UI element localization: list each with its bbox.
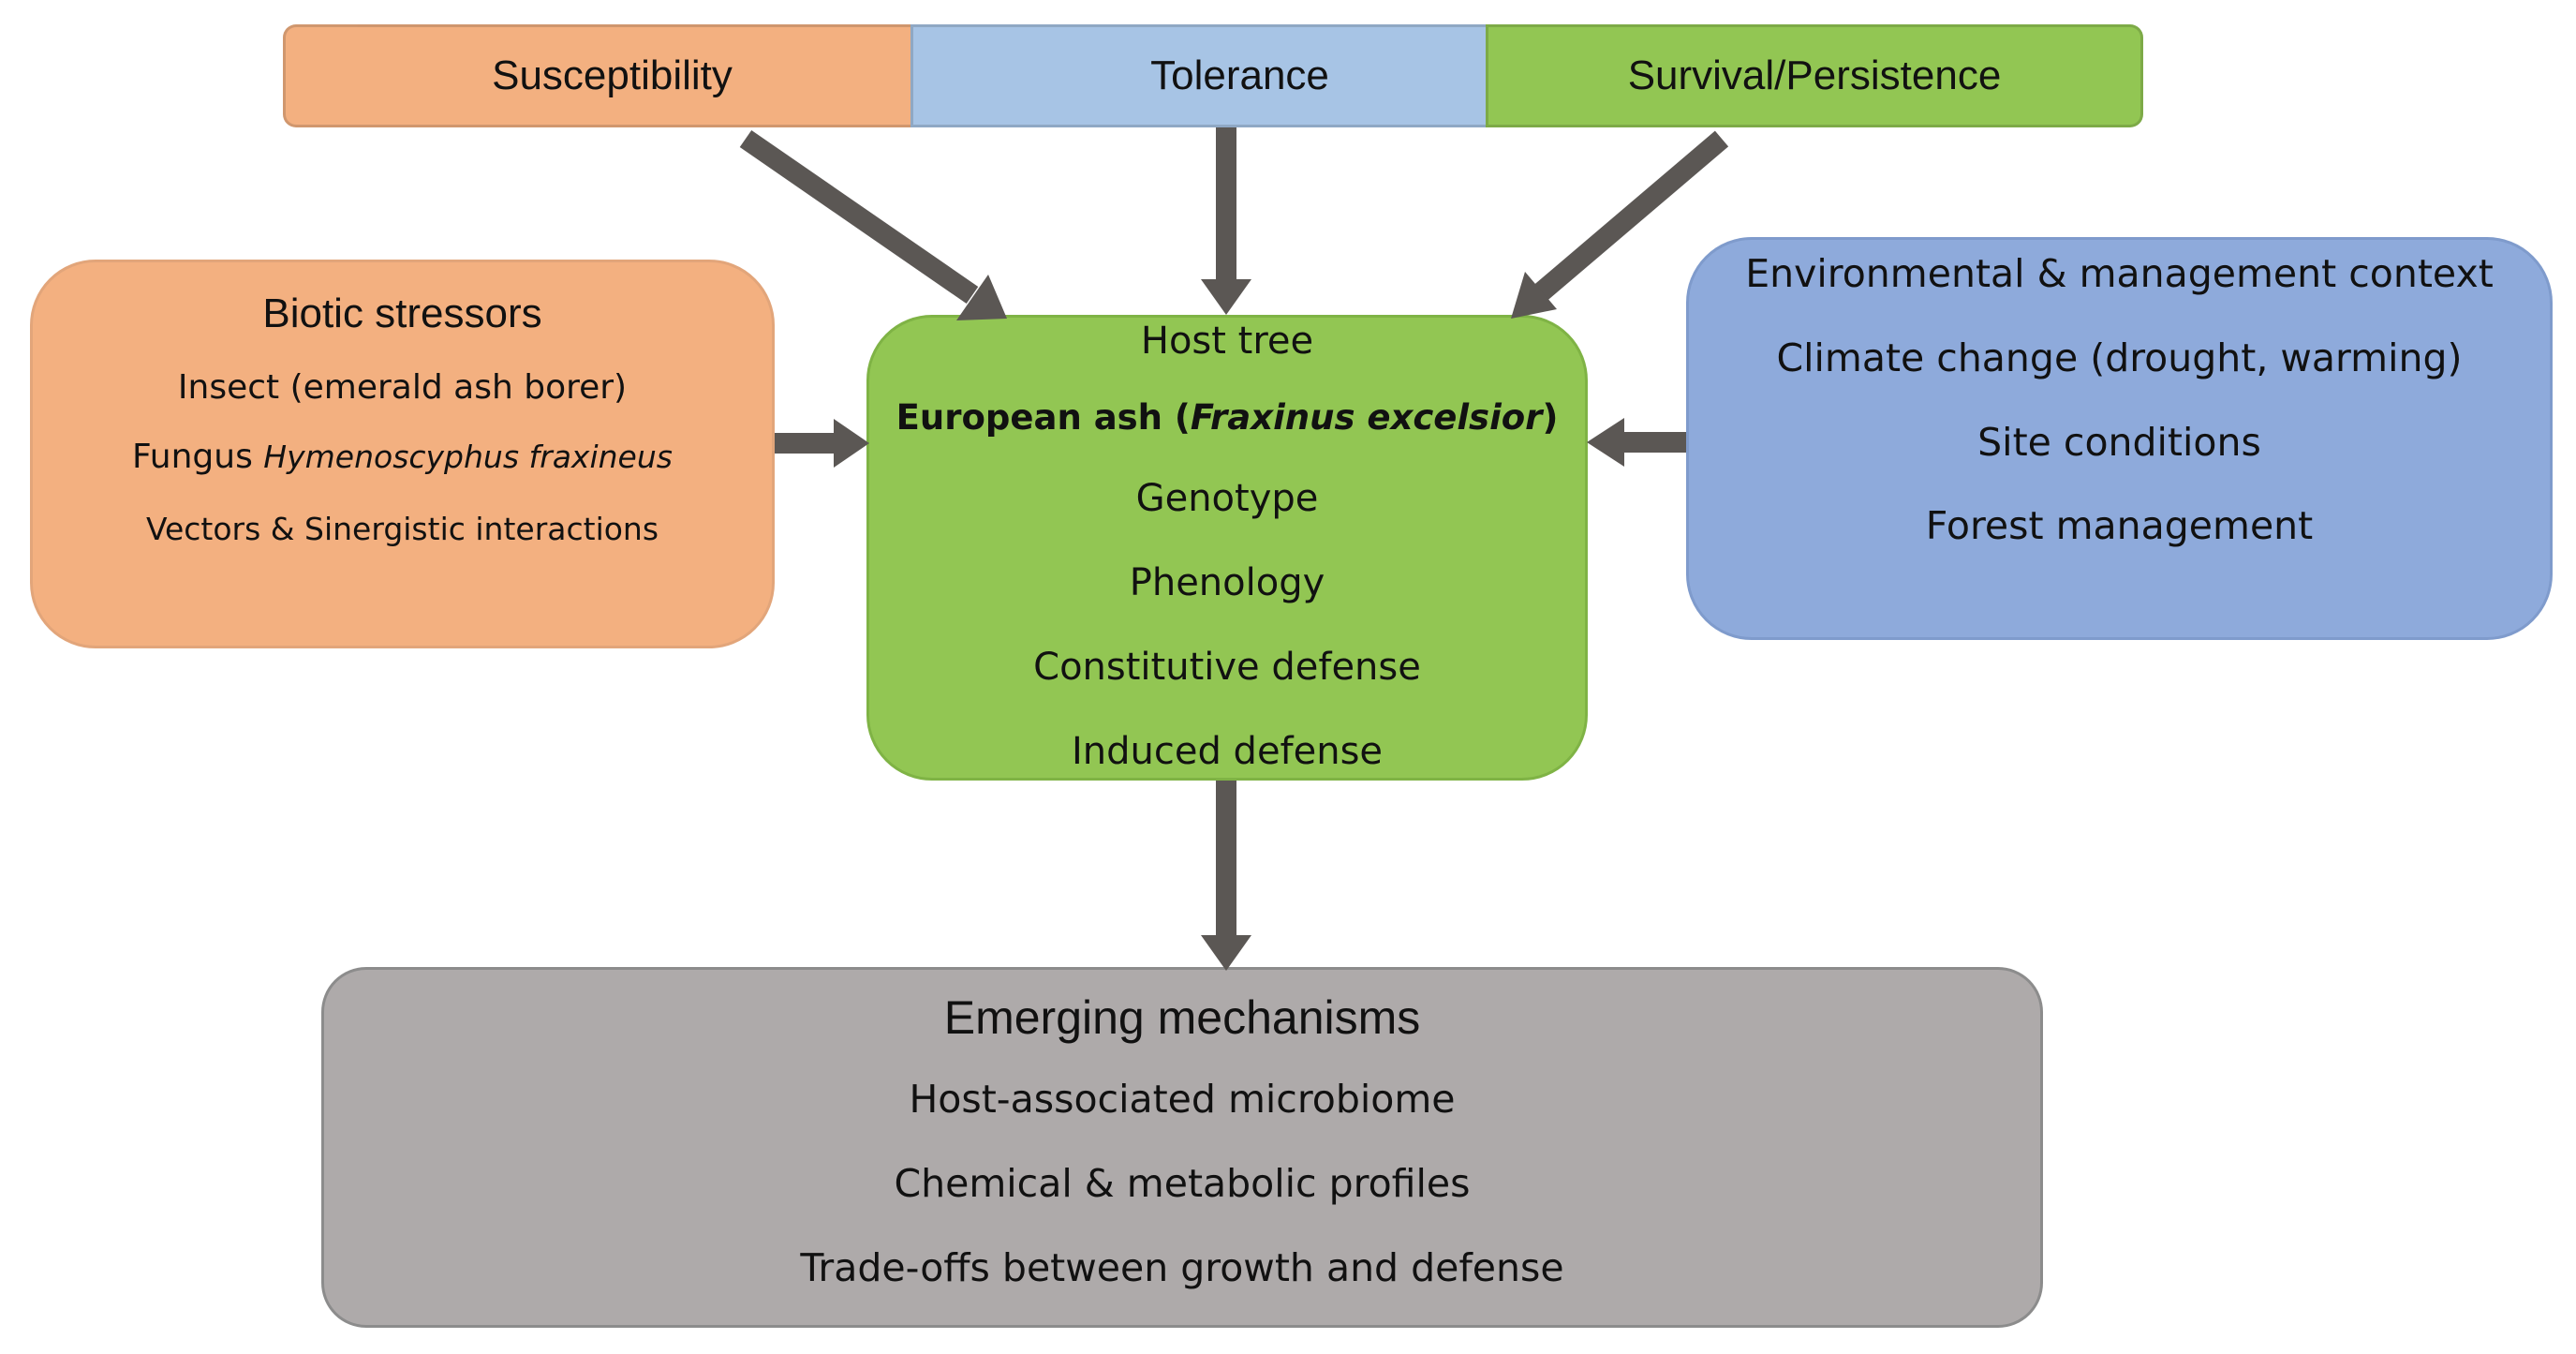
susceptibility-label: Susceptibility [492, 52, 733, 98]
host-species-close: ) [1542, 397, 1559, 438]
host-tree-box: Host tree European ash (Fraxinus excelsi… [866, 315, 1588, 781]
environment-title: Environmental & management context [1745, 251, 2494, 296]
tolerance-label: Tolerance [1150, 52, 1329, 98]
arrow-environment-to-host [1587, 418, 1686, 467]
biotic-fungus-prefix: Fungus [132, 438, 264, 476]
environment-item-site: Site conditions [1977, 420, 2261, 465]
arrow-tolerance-to-host [1201, 127, 1251, 315]
environment-item-forest: Forest management [1925, 503, 2314, 548]
biotic-fungus-name: Hymenoscyphus fraxineus [263, 439, 673, 475]
host-title: Host tree [1140, 320, 1314, 363]
biotic-insect: Insect (emerald ash borer) [177, 368, 628, 407]
biotic-vectors: Vectors & Sinergistic interactions [145, 511, 659, 547]
biotic-fungus: Fungus Hymenoscyphus fraxineus [33, 438, 772, 476]
emerging-mechanisms-box: Emerging mechanisms Host-associated micr… [321, 967, 2043, 1328]
environment-item-climate: Climate change (drought, warming) [1776, 335, 2463, 380]
biotic-title: Biotic stressors [262, 290, 542, 336]
host-item-genotype: Genotype [1135, 477, 1319, 520]
tolerance-bar: Tolerance [910, 24, 1566, 127]
environment-box: Environmental & management context Clima… [1686, 237, 2553, 640]
arrow-susceptibility-to-host [739, 129, 1007, 320]
host-item-constitutive-defense: Constitutive defense [1033, 646, 1421, 689]
emerging-item-microbiome: Host-associated microbiome [909, 1077, 1456, 1122]
susceptibility-bar: Susceptibility [283, 24, 939, 127]
host-species: European ash (Fraxinus excelsior) [869, 397, 1585, 438]
host-item-phenology: Phenology [1129, 561, 1325, 604]
host-species-common: European ash ( [896, 397, 1191, 438]
biotic-stressors-box: Biotic stressors Insect (emerald ash bor… [30, 260, 775, 648]
survival-bar: Survival/Persistence [1486, 24, 2143, 127]
host-species-latin: Fraxinus excelsior [1190, 397, 1543, 438]
emerging-item-chemical: Chemical & metabolic profiles [894, 1161, 1471, 1206]
arrow-host-to-emerging [1201, 781, 1251, 971]
survival-label: Survival/Persistence [1627, 52, 2002, 98]
emerging-title: Emerging mechanisms [943, 991, 1421, 1044]
host-item-induced-defense: Induced defense [1071, 730, 1384, 773]
arrow-biotic-to-host [775, 419, 869, 468]
emerging-item-tradeoffs: Trade-offs between growth and defense [800, 1245, 1564, 1290]
